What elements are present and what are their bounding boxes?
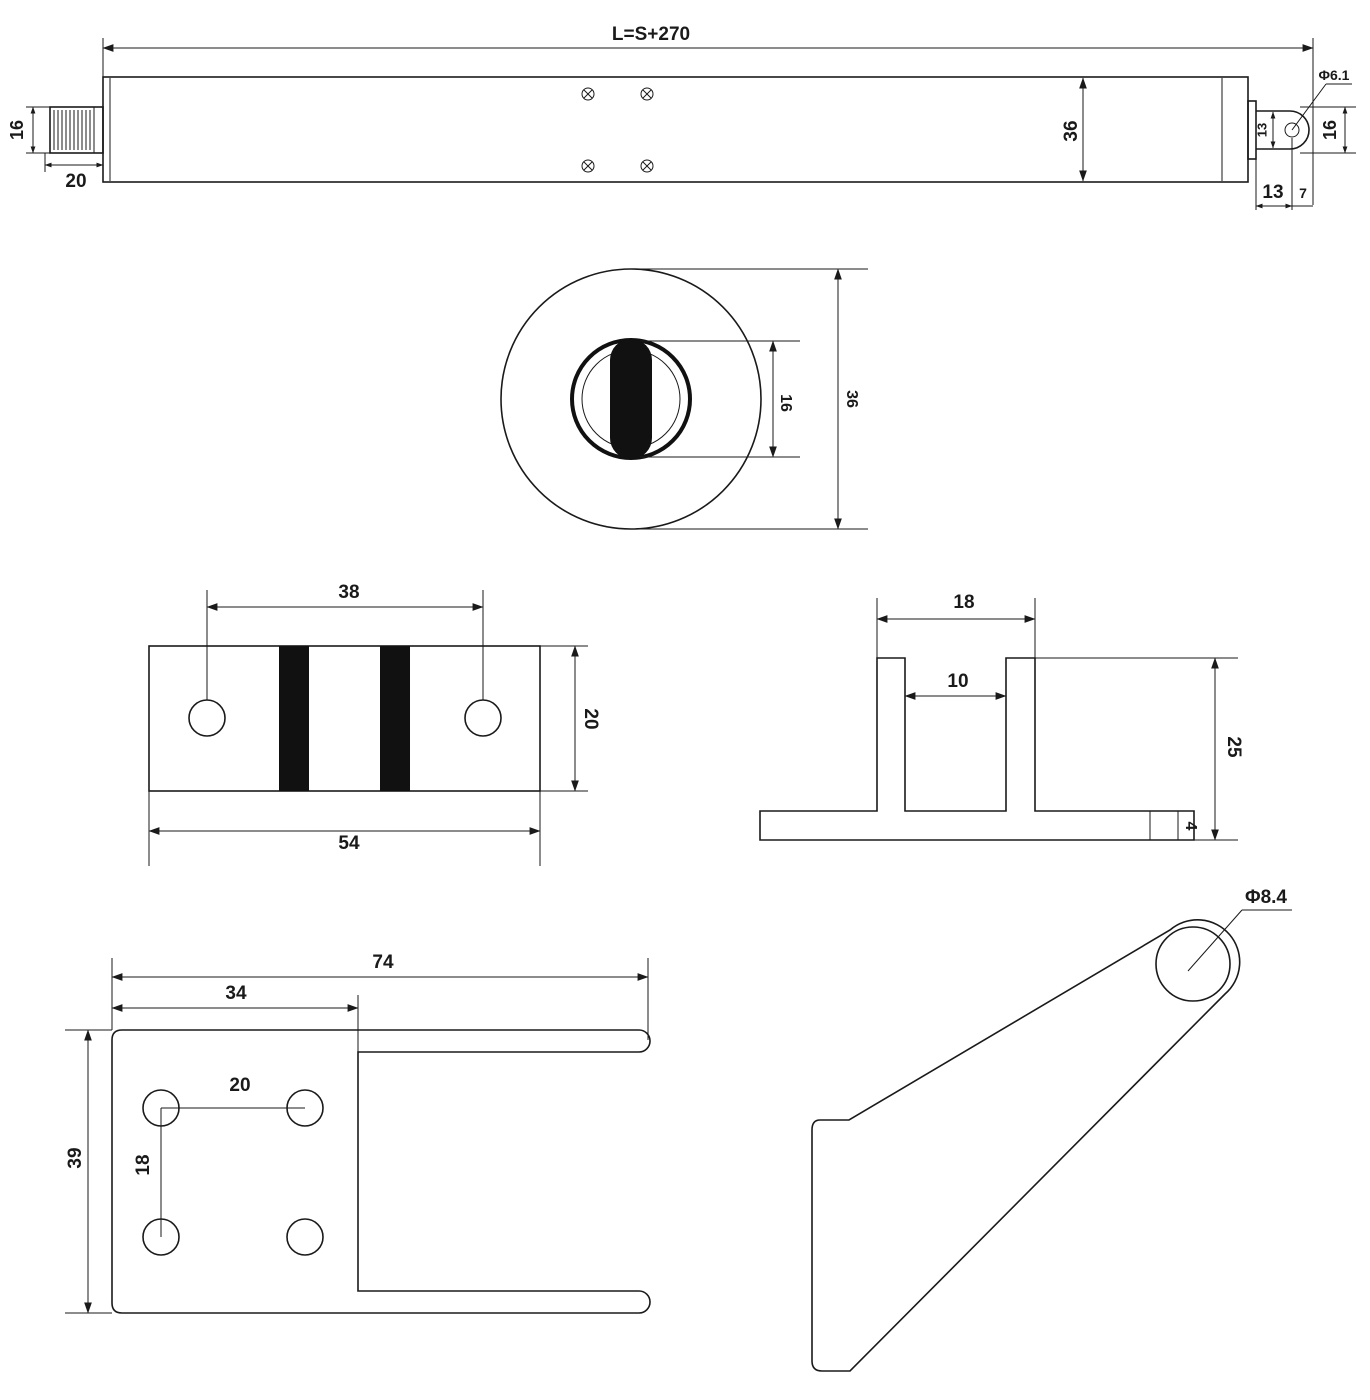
actuator-side-view: L=S+270 16 20 [7,24,1356,210]
mount-plate-length-label: 34 [225,983,247,1004]
mount-hole-spacing-y-label: 18 [133,1154,154,1175]
end-view-outer-diameter-label: 36 [843,390,860,408]
mount-plate: 20 18 74 34 39 [65,952,651,1314]
mount-hole-spacing-x-label: 20 [229,1075,250,1096]
bracket-height-label: 25 [1223,736,1244,758]
mount-height-label: 39 [65,1147,86,1168]
overall-length-label: L=S+270 [612,24,690,45]
bracket-length-label: 54 [338,833,360,854]
bracket-slot-bar [279,646,309,791]
bracket-hole [188,699,226,737]
rod-eye-width-label: 13 [1254,123,1269,137]
bracket-top-plate [148,645,541,792]
screw-icon [640,159,654,173]
clevis-arm: Φ8.4 [811,887,1292,1372]
knob-length-label: 20 [65,171,86,192]
bracket-base-thickness-label: 4 [1182,822,1199,831]
bracket-hole [464,699,502,737]
mount-plate-profile [111,1029,651,1314]
rod-eye-length-label: 13 [1262,182,1283,203]
end-view-key-slot [610,339,652,459]
rod-eye [1247,100,1310,160]
bracket-side-view: 18 10 25 4 [759,592,1244,841]
rod-eye-offset-label: 7 [1299,185,1307,201]
rod-eye-hole-label: Φ6.1 [1319,67,1350,83]
end-view: 36 16 [500,268,868,530]
clevis-hole-diameter-label: Φ8.4 [1245,887,1287,908]
screw-icon [581,87,595,101]
screw-icon [640,87,654,101]
mount-plate-hole [286,1218,324,1256]
tube-diameter-label: 36 [1061,120,1082,141]
clevis-arm-profile [811,919,1241,1372]
bracket-hole-spacing-label: 38 [338,582,359,603]
rod-eye-height-label: 16 [1320,120,1340,140]
bracket-top-view: 38 20 54 [148,582,601,866]
screw-icon [581,159,595,173]
bracket-slot-width-label: 10 [947,671,968,692]
knob-height-label: 16 [7,120,27,140]
bracket-width-label: 20 [580,708,601,729]
bracket-profile [759,657,1195,841]
knurled-knob [49,106,104,154]
end-view-inner-diameter-label: 16 [777,394,794,412]
bracket-outer-width-label: 18 [953,592,974,613]
clevis-arm-hole [1155,926,1231,1002]
mount-total-length-label: 74 [372,952,394,973]
bracket-slot-bar [380,646,410,791]
